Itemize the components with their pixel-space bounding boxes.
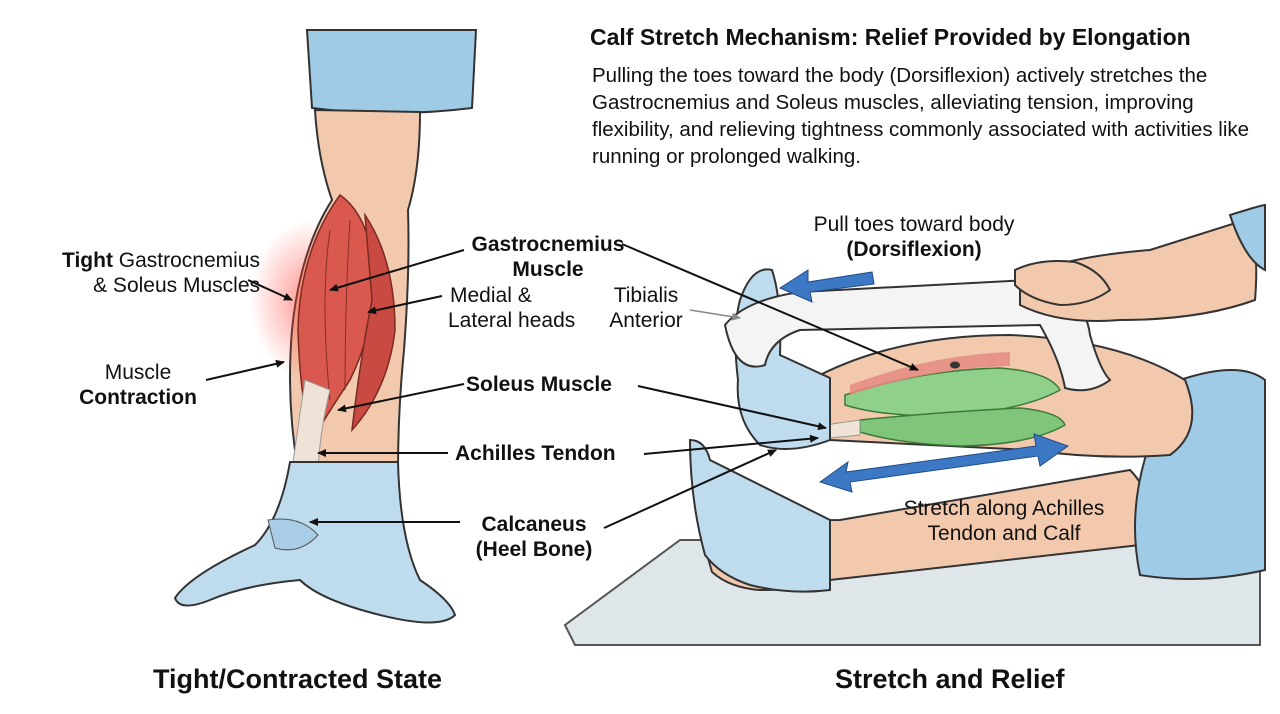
calcaneus-line1: Calcaneus xyxy=(481,513,587,536)
seated-stretch-illustration xyxy=(563,203,1266,646)
tibialis-line2: Anterior xyxy=(609,309,683,332)
tibialis-anterior-label: Tibialis Anterior xyxy=(600,283,692,333)
pull-toes-line2: (Dorsiflexion) xyxy=(846,238,982,261)
soleus-muscle-tight xyxy=(350,212,396,433)
tight-muscles-label-bold: Tight xyxy=(62,249,113,272)
tight-muscles-label-rest: Gastrocnemius xyxy=(112,249,260,272)
diagram-title: Calf Stretch Mechanism: Relief Provided … xyxy=(590,24,1191,50)
tight-muscles-label-line2: & Soleus Muscles xyxy=(93,274,260,297)
muscle-contraction-label: Muscle Contraction xyxy=(60,360,216,410)
standing-leg-illustration xyxy=(173,29,478,624)
stretch-along-line1: Stretch along Achilles xyxy=(903,497,1105,520)
sock-back xyxy=(688,438,831,593)
pull-toes-label: Pull toes toward body (Dorsiflexion) xyxy=(784,212,1044,262)
gastrocnemius-label: Gastrocnemius Muscle xyxy=(448,232,648,282)
stretch-along-line2: Tendon and Calf xyxy=(927,522,1081,545)
leader-lines xyxy=(205,243,919,529)
hand xyxy=(1014,260,1112,307)
medial-lateral-line1: Medial & xyxy=(450,284,532,307)
sock-left xyxy=(173,461,457,624)
tight-muscles-label: Tight Gastrocnemius & Soleus Muscles xyxy=(20,248,260,298)
soleus-muscle-relaxed xyxy=(859,407,1066,447)
left-panel-caption: Tight/Contracted State xyxy=(153,664,443,694)
pull-arrow xyxy=(778,269,875,303)
calcaneus-label: Calcaneus (Heel Bone) xyxy=(456,512,612,562)
achilles-tendon-label: Achilles Tendon xyxy=(455,442,616,465)
red-muscle-band xyxy=(850,352,1010,395)
diagram-description: Pulling the toes toward the body (Dorsif… xyxy=(592,64,1250,168)
medial-lateral-line2: Lateral heads xyxy=(448,309,576,332)
muscle-contraction-line1: Muscle xyxy=(104,361,172,384)
stretch-arrow xyxy=(818,433,1070,493)
calcaneus-line2: (Heel Bone) xyxy=(475,538,593,561)
tibialis-line1: Tibialis xyxy=(613,284,679,307)
soleus-label: Soleus Muscle xyxy=(466,373,612,396)
gastrocnemius-muscle-relaxed xyxy=(844,367,1062,417)
shirt-sleeve xyxy=(1228,203,1266,272)
gastrocnemius-label-line1: Gastrocnemius xyxy=(471,233,625,256)
pull-toes-line1: Pull toes toward body xyxy=(813,213,1015,236)
stretch-along-label: Stretch along Achilles Tendon and Calf xyxy=(876,496,1132,546)
right-panel-caption: Stretch and Relief xyxy=(835,664,1065,694)
shorts xyxy=(305,29,478,114)
muscle-contraction-line2: Contraction xyxy=(79,386,197,409)
medial-lateral-heads-label: Medial & Lateral heads xyxy=(448,283,575,333)
gastrocnemius-label-line2: Muscle xyxy=(512,258,584,281)
